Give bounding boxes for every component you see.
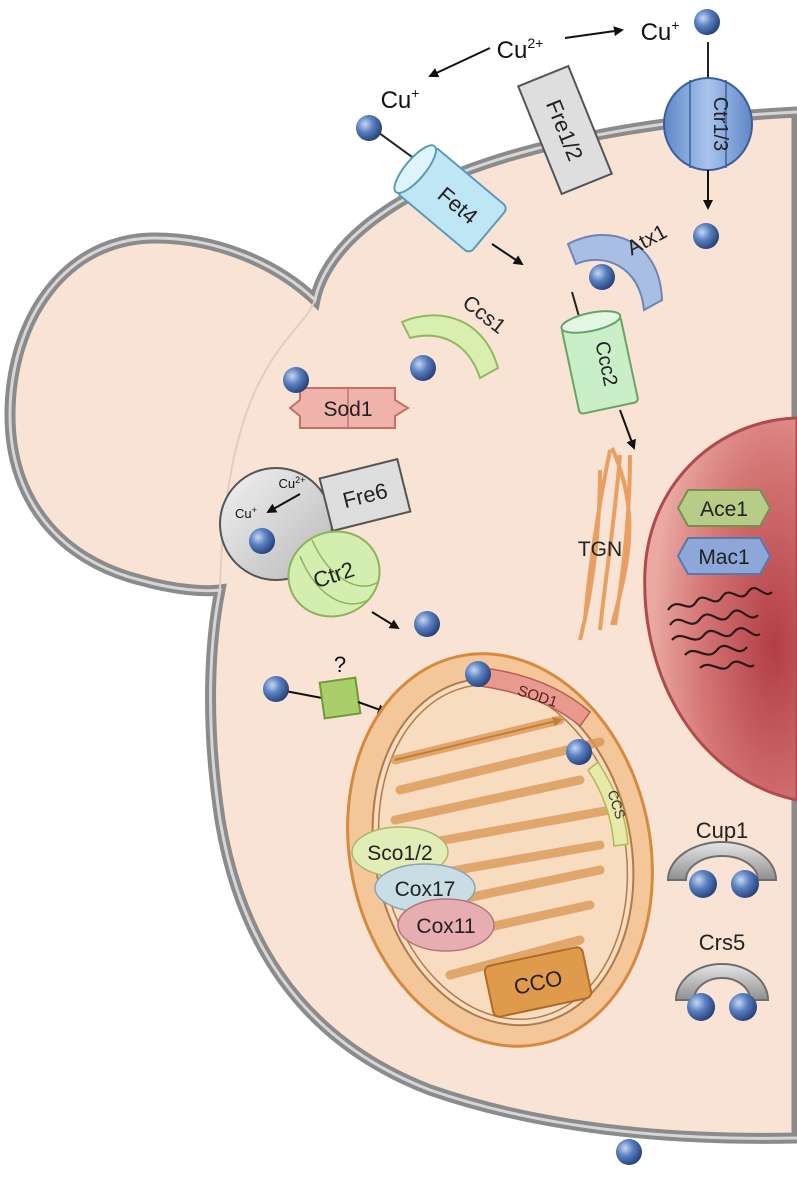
nucleus: Ace1 Mac1: [643, 416, 797, 802]
crs5-arch: Crs5: [674, 930, 770, 1001]
cu2-label: Cu2+: [497, 35, 544, 64]
copper-ion: [694, 9, 720, 35]
copper-ion: [729, 993, 757, 1021]
copper-ion: [414, 611, 440, 637]
sod1-box: Sod1: [288, 387, 410, 429]
vac-cu1-label: Cu+: [235, 505, 257, 521]
cup1-label: Cup1: [696, 818, 749, 843]
tgn: TGN: [578, 447, 632, 641]
copper-ion: [616, 1139, 642, 1165]
ctr13-label: Ctr1/3: [709, 97, 731, 151]
cu1-right-label: Cu+: [641, 17, 680, 46]
cu1-left-label: Cu+: [381, 85, 420, 114]
ccc2-transporter: Ccc2: [560, 291, 639, 450]
tgn-label: TGN: [578, 538, 622, 561]
sod1-label: Sod1: [323, 398, 372, 421]
copper-ion: [263, 676, 289, 702]
copper-ion: [689, 870, 717, 898]
fet4-transporter: Fet4: [374, 129, 524, 266]
ctr2-transporter: Ctr2: [287, 530, 400, 630]
copper-ions: [249, 9, 759, 1165]
copper-ion: [589, 264, 615, 290]
ace1-label: Ace1: [700, 498, 748, 521]
copper-ion: [410, 355, 436, 381]
mitochondrion: SOD1 CCS Sco1/2 Cox17 Cox11 CCO: [346, 652, 654, 1048]
unknown-importer: ?: [279, 652, 388, 720]
cox11-oval: Cox11: [397, 898, 495, 952]
ctr13-transporter: Ctr1/3: [663, 42, 753, 210]
cup1-arch: Cup1: [666, 818, 778, 881]
fre12-box: Fre1/2: [516, 64, 614, 196]
extracellular-copper: Cu2+ Cu+ Cu+: [381, 17, 680, 114]
cox11-label: Cox11: [416, 915, 475, 938]
ace1-box: Ace1: [676, 489, 772, 527]
fre6-box: Fre6: [318, 457, 412, 533]
cox17-label: Cox17: [395, 878, 456, 901]
vac-cu2-label: Cu2+: [279, 475, 306, 491]
chromatin-icon: [667, 586, 773, 670]
mac1-box: Mac1: [676, 537, 772, 575]
copper-ion: [566, 739, 592, 765]
cco-box: CCO: [483, 946, 593, 1018]
sco12-label: Sco1/2: [367, 842, 432, 865]
copper-ion: [731, 870, 759, 898]
copper-ion: [249, 528, 275, 554]
copper-ion: [356, 115, 382, 141]
crs5-label: Crs5: [699, 930, 745, 955]
mac1-label: Mac1: [698, 546, 749, 569]
copper-ion: [687, 993, 715, 1021]
copper-ion: [283, 367, 309, 393]
question-label: ?: [334, 652, 346, 677]
copper-ion: [465, 661, 491, 687]
copper-ion: [693, 223, 719, 249]
